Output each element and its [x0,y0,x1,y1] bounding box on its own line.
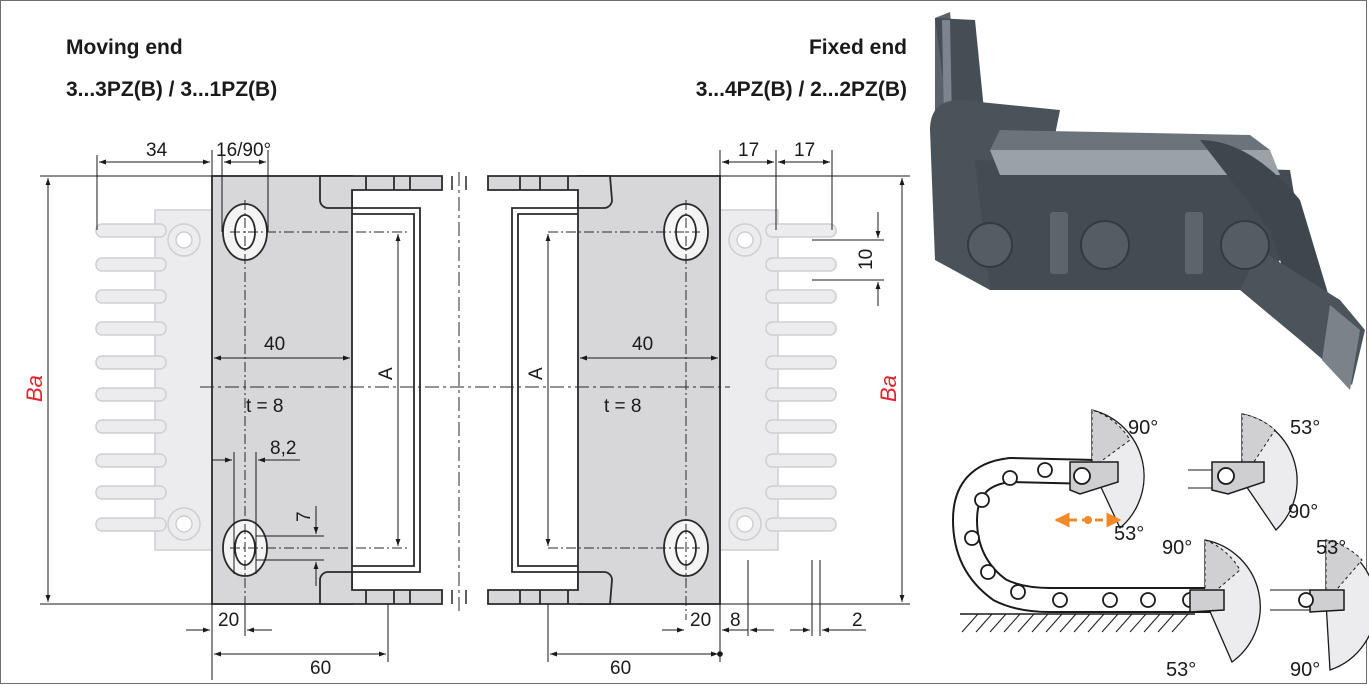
chain-motion-diagram [952,409,1369,671]
dim-ba-left: Ba [22,375,47,402]
dim-60-right: 60 [610,658,631,679]
angle-90-bottom-right: 90° [1290,659,1320,681]
dim-2: 2 [852,610,863,631]
dim-8-2: 8,2 [270,438,296,459]
angle-53-bottom-mid: 53° [1166,659,1196,681]
moving-end-title: Moving end [66,36,183,59]
angle-90-bottom-mid: 90° [1162,537,1192,559]
angle-90-top-right: 90° [1288,501,1318,523]
thickness-left: t = 8 [246,396,284,417]
fixed-end-bracket [487,175,721,605]
angle-90-moving: 90° [1128,417,1158,439]
dim-60-left: 60 [310,658,331,679]
fixed-end-part-numbers: 3...4PZ(B) / 2...2PZ(B) [695,78,907,101]
dim-10: 10 [856,249,877,270]
cable-chain-photo [930,12,1365,390]
dim-34: 34 [146,140,168,161]
center-lines [200,172,730,620]
dim-8: 8 [730,610,741,631]
dim-17-a: 17 [738,140,759,161]
thickness-right: t = 8 [604,396,642,417]
angle-53-top-right: 53° [1290,417,1320,439]
moving-end-part-numbers: 3...3PZ(B) / 3...1PZ(B) [66,78,278,101]
fixed-end-title: Fixed end [808,36,907,59]
dimension-lines [40,150,910,680]
dim-a-left: A [376,367,397,380]
dim-20-right: 20 [690,610,711,631]
dim-16-90: 16/90° [216,140,271,161]
dim-ba-right: Ba [876,375,901,402]
dim-17-b: 17 [794,140,815,161]
dim-20-left: 20 [218,610,239,631]
moving-end-bracket [211,175,443,605]
ghost-mounting-teeth-right [719,209,837,551]
dim-7: 7 [294,511,315,522]
dim-40-right: 40 [632,334,653,355]
angle-53-moving: 53° [1114,523,1144,545]
dim-40-left: 40 [264,334,285,355]
angle-53-bottom-right: 53° [1316,537,1346,559]
dim-a-right: A [526,367,547,380]
datum-dot [717,651,723,657]
ghost-mounting-teeth-left [95,209,214,551]
